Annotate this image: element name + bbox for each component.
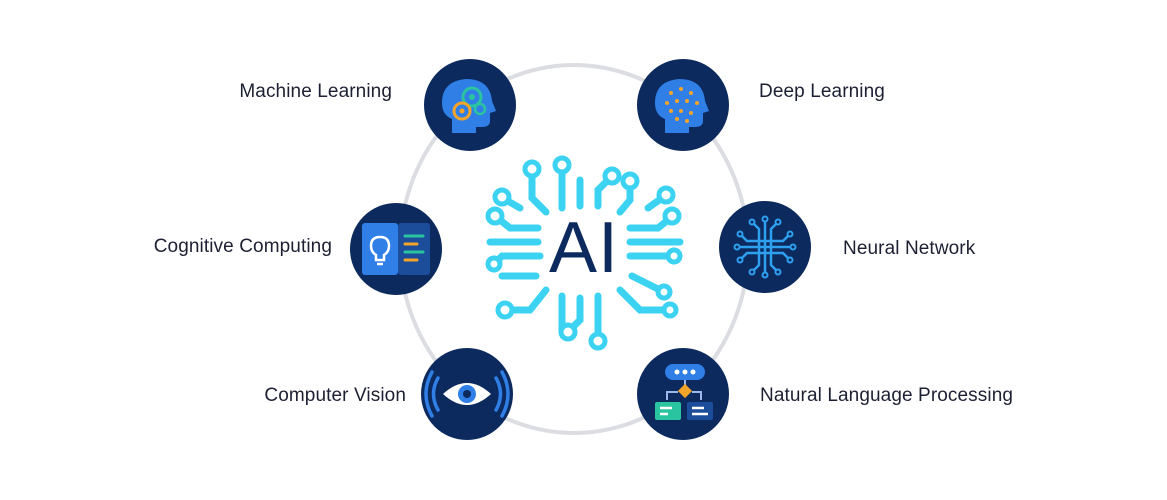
nlp-label: Natural Language Processing <box>760 385 1014 406</box>
head-gears-icon <box>442 79 496 133</box>
cognitive-computing-label: Cognitive Computing <box>153 236 332 257</box>
eye-icon <box>424 370 510 418</box>
computer-vision-label: Computer Vision <box>264 385 406 406</box>
head-neurons-icon <box>655 79 709 133</box>
cognitive-computing-node <box>350 203 442 295</box>
circuit-chip-icon <box>733 215 797 279</box>
machine-learning-node <box>424 59 516 151</box>
ai-center-text: AI <box>548 208 620 288</box>
neural-network-label: Neural Network <box>843 238 976 259</box>
chat-flow-icon <box>655 364 713 420</box>
lightbulb-panel-icon <box>362 223 430 275</box>
computer-vision-node <box>421 348 513 440</box>
neural-network-node <box>719 201 811 293</box>
ai-circuit-icon <box>485 155 684 351</box>
deep-learning-label: Deep Learning <box>759 81 885 102</box>
deep-learning-node <box>637 59 729 151</box>
machine-learning-label: Machine Learning <box>239 81 392 102</box>
nlp-node <box>637 348 729 440</box>
